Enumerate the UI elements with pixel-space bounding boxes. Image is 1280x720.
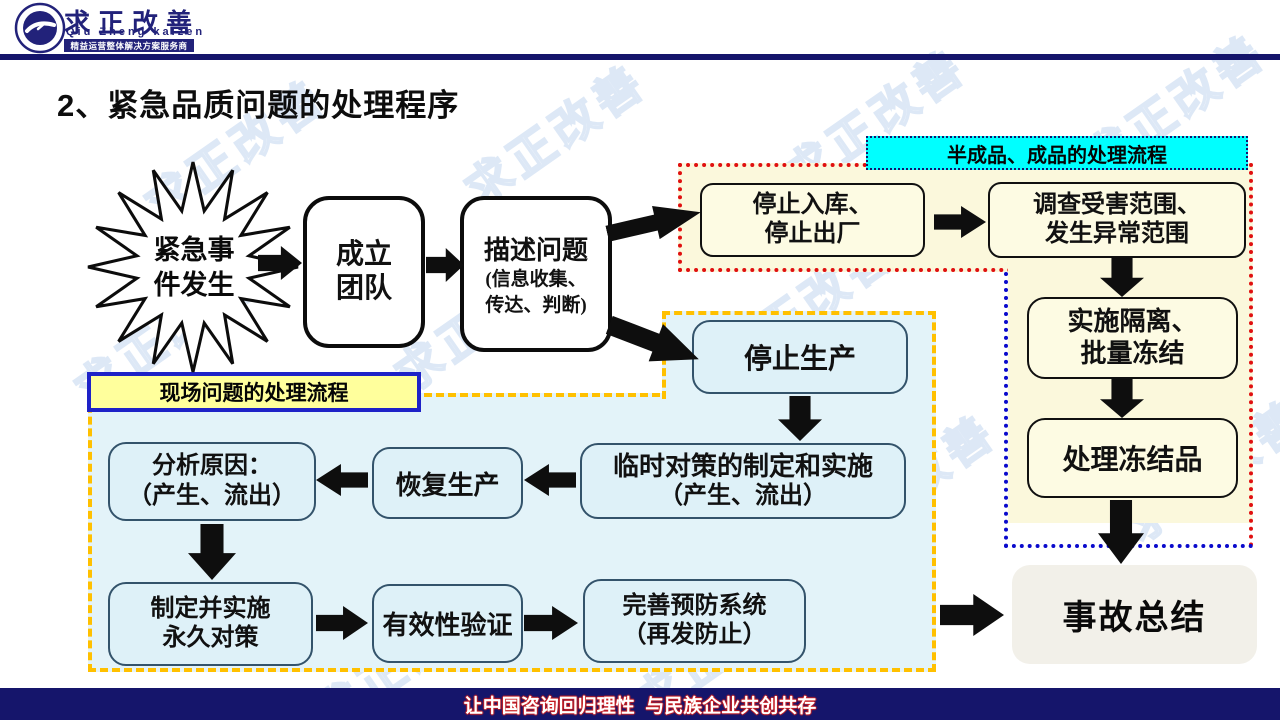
node-prevention: 完善预防系统 （再发防止） bbox=[583, 579, 806, 663]
node-verify: 有效性验证 bbox=[372, 584, 523, 663]
node-handle-frozen: 处理冻结品 bbox=[1027, 418, 1238, 498]
footer-slogan: 让中国咨询回归理性 与民族企业共创共存 bbox=[463, 695, 817, 717]
node-summary: 事故总结 bbox=[1012, 565, 1257, 664]
node-investigate: 调查受害范围、 发生异常范围 bbox=[988, 182, 1246, 258]
node-text: 发生异常范围 bbox=[1045, 221, 1189, 247]
node-text: 实施隔离、 bbox=[1067, 307, 1198, 337]
node-text: 停止入库、 bbox=[752, 191, 873, 218]
node-text: 恢复生产 bbox=[395, 470, 500, 500]
logo-icon bbox=[14, 2, 66, 54]
footer-bar: 让中国咨询回归理性 与民族企业共创共存 bbox=[0, 688, 1280, 720]
start-star bbox=[86, 160, 300, 374]
node-text: 批量冻结 bbox=[1080, 339, 1185, 368]
node-form-team: 成立 团队 bbox=[303, 196, 425, 348]
node-text: 制定并实施 bbox=[150, 595, 271, 622]
node-text: 停止出厂 bbox=[764, 221, 861, 247]
onsite-banner-label: 现场问题的处理流程 bbox=[159, 381, 349, 405]
node-isolate: 实施隔离、 批量冻结 bbox=[1027, 297, 1238, 379]
semi-finished-banner: 半成品、成品的处理流程 bbox=[866, 136, 1248, 170]
node-text: 处理冻结品 bbox=[1062, 445, 1203, 476]
node-describe: 描述问题 (信息收集、 传达、判断) bbox=[460, 196, 612, 352]
node-text: 描述问题 bbox=[483, 235, 588, 265]
node-text: 传达、判断) bbox=[485, 294, 587, 316]
node-text: （产生、流出） bbox=[659, 483, 827, 510]
logo bbox=[14, 2, 66, 54]
node-text: （再发防止） bbox=[622, 622, 767, 648]
node-text: (信息收集、 bbox=[485, 268, 587, 290]
node-text: （产生、流出） bbox=[128, 482, 296, 509]
node-analyze-cause: 分析原因： （产生、流出） bbox=[108, 442, 316, 521]
node-text: 件发生 bbox=[153, 270, 235, 300]
node-resume-production: 恢复生产 bbox=[372, 447, 523, 519]
node-text: 调查受害范围、 bbox=[1033, 191, 1201, 218]
node-text: 永久对策 bbox=[162, 625, 259, 651]
header-divider bbox=[0, 54, 1280, 60]
brand-name: 求正改善 bbox=[64, 8, 201, 38]
node-stop-warehouse: 停止入库、 停止出厂 bbox=[700, 183, 925, 257]
brand-tagline: 精益运营整体解决方案服务商 bbox=[64, 39, 194, 52]
page-title: 2、紧急品质问题的处理程序 bbox=[57, 88, 460, 123]
node-text: 有效性验证 bbox=[382, 611, 513, 640]
node-text: 事故总结 bbox=[1062, 599, 1207, 637]
node-start: 紧急事 件发生 bbox=[126, 228, 262, 308]
node-text: 团队 bbox=[335, 273, 392, 304]
node-text: 临时对策的制定和实施 bbox=[612, 451, 873, 481]
node-text: 成立 bbox=[335, 238, 392, 270]
node-text: 完善预防系统 bbox=[622, 592, 767, 619]
onsite-banner: 现场问题的处理流程 bbox=[87, 372, 421, 412]
node-stop-production: 停止生产 bbox=[692, 320, 908, 394]
starburst-icon bbox=[87, 161, 299, 373]
watermark-text: 求正改善 bbox=[455, 54, 657, 218]
node-permanent-measures: 制定并实施 永久对策 bbox=[108, 582, 313, 666]
node-temp-measures: 临时对策的制定和实施 （产生、流出） bbox=[580, 443, 906, 519]
semi-finished-banner-label: 半成品、成品的处理流程 bbox=[947, 144, 1167, 167]
node-text: 分析原因： bbox=[152, 453, 272, 480]
node-text: 停止生产 bbox=[743, 344, 856, 375]
node-text: 紧急事 bbox=[153, 234, 235, 265]
brand-romanized: Qiu Zheng kaizen bbox=[66, 26, 206, 38]
